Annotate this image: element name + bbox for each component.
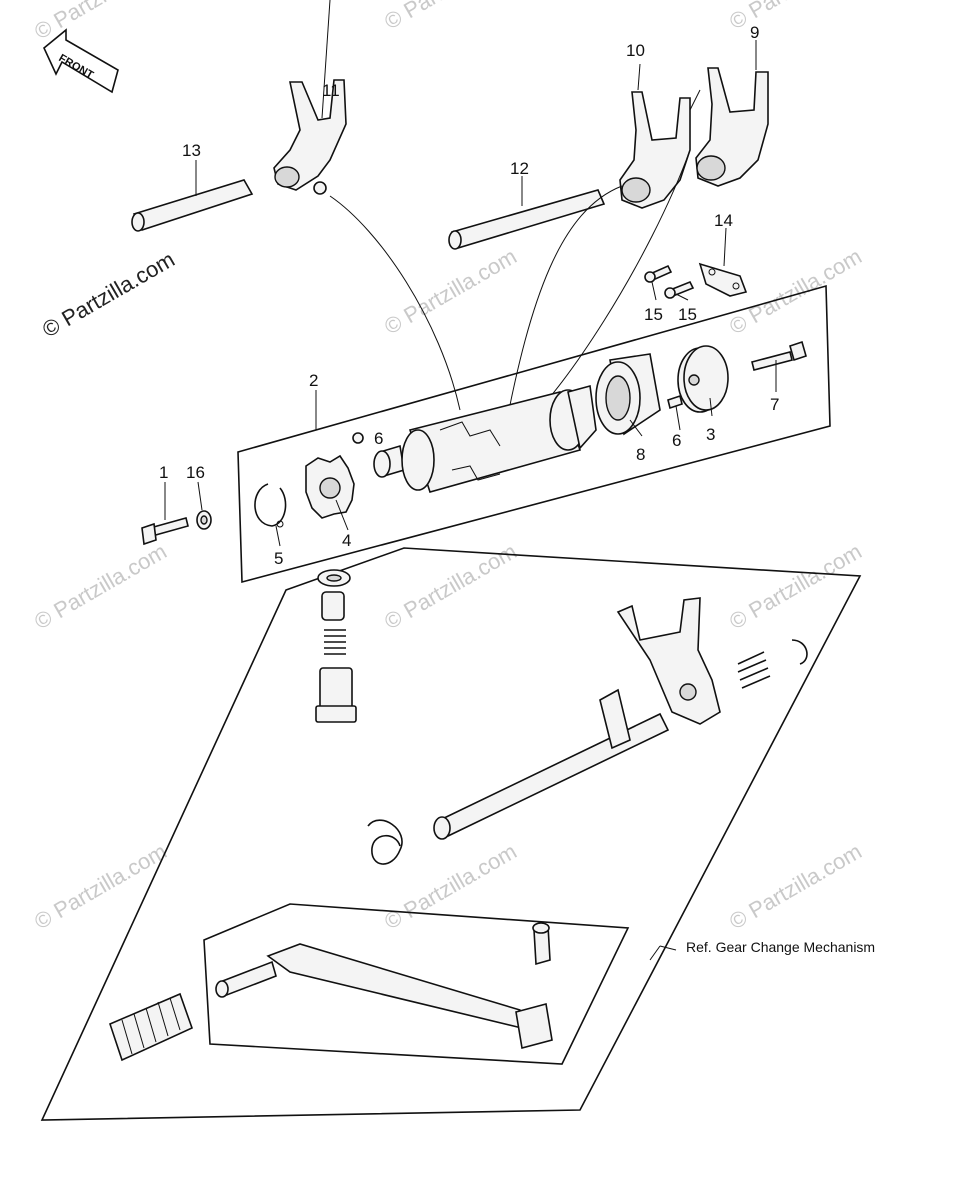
callout-leaders	[164, 0, 777, 961]
callout-4: 4	[342, 531, 351, 550]
watermark: © Partzilla.com	[380, 0, 521, 34]
return-spring	[367, 819, 403, 865]
arm-spring	[737, 651, 771, 689]
guide-plate-14	[698, 262, 748, 297]
fork-11-guide-line	[329, 195, 461, 411]
callout-3: 3	[706, 425, 715, 444]
callout-6-left: 6	[374, 429, 383, 448]
callout-11: 11	[322, 81, 340, 100]
washer-16	[196, 510, 212, 530]
watermark: © Partzilla.com	[725, 539, 866, 635]
front-direction-arrow: FRONT	[43, 28, 119, 94]
shift-fork-11	[273, 79, 347, 195]
callout-8: 8	[636, 445, 645, 464]
callout-10: 10	[626, 41, 645, 60]
reference-note: Ref. Gear Change Mechanism	[686, 939, 875, 955]
watermark: © Partzilla.com	[30, 0, 171, 44]
circlip-5	[254, 483, 287, 528]
callout-9: 9	[750, 23, 759, 42]
detent-washer	[317, 569, 351, 587]
watermark: © Partzilla.com	[725, 839, 866, 935]
shift-drum-cam-3	[677, 345, 729, 413]
callout-16: 16	[186, 463, 205, 482]
callout-7: 7	[770, 395, 779, 414]
shift-mechanism-arm	[616, 597, 721, 725]
detent-pin	[321, 591, 345, 621]
callout-5: 5	[274, 549, 283, 568]
arm-circlip	[791, 639, 808, 665]
bolt-1	[141, 517, 189, 546]
callout-15-left: 15	[644, 305, 663, 324]
stopper-plate-4	[305, 454, 355, 519]
watermark: © Partzilla.com	[380, 539, 521, 635]
callout-1: 1	[159, 463, 168, 482]
callout-numbers: 1 16 2 3 4 5 6 6 7 8 9 10 11 12 13 14 15…	[159, 23, 779, 568]
callout-13: 13	[182, 141, 201, 160]
watermark: © Partzilla.com	[30, 539, 171, 635]
gear-change-outline	[40, 547, 862, 1121]
shift-drum-panel	[237, 284, 831, 584]
detent-spring	[324, 629, 346, 655]
shift-fork-rod-12	[448, 189, 606, 250]
callout-12: 12	[510, 159, 529, 178]
shift-fork-10	[619, 91, 691, 209]
pedal-detail-box	[203, 903, 630, 1065]
bearing-8	[595, 353, 661, 436]
pedal-rubber	[109, 992, 193, 1062]
shift-fork-rod-13	[131, 179, 254, 232]
callout-14: 14	[714, 211, 733, 230]
shift-drum-2	[373, 384, 597, 493]
callout-2: 2	[309, 371, 318, 390]
watermark: © Partzilla.com	[380, 244, 521, 340]
shift-pedal	[215, 943, 553, 1049]
watermark: © Partzilla.com	[725, 0, 866, 34]
bolt-7	[751, 340, 807, 371]
shift-fork-9	[695, 67, 769, 187]
pin-6-small	[352, 432, 364, 444]
callout-6-right: 6	[672, 431, 681, 450]
detent-plug	[315, 667, 357, 723]
front-label: FRONT	[57, 52, 96, 81]
pedal-bolt	[532, 922, 551, 966]
watermark-main: © Partzilla.com	[38, 247, 179, 343]
screws-15	[644, 264, 695, 299]
fork-10-guide-line	[504, 185, 623, 431]
callout-15-right: 15	[678, 305, 697, 324]
shift-shaft	[433, 688, 670, 840]
pin-6	[667, 394, 683, 410]
watermark: © Partzilla.com	[380, 839, 521, 935]
